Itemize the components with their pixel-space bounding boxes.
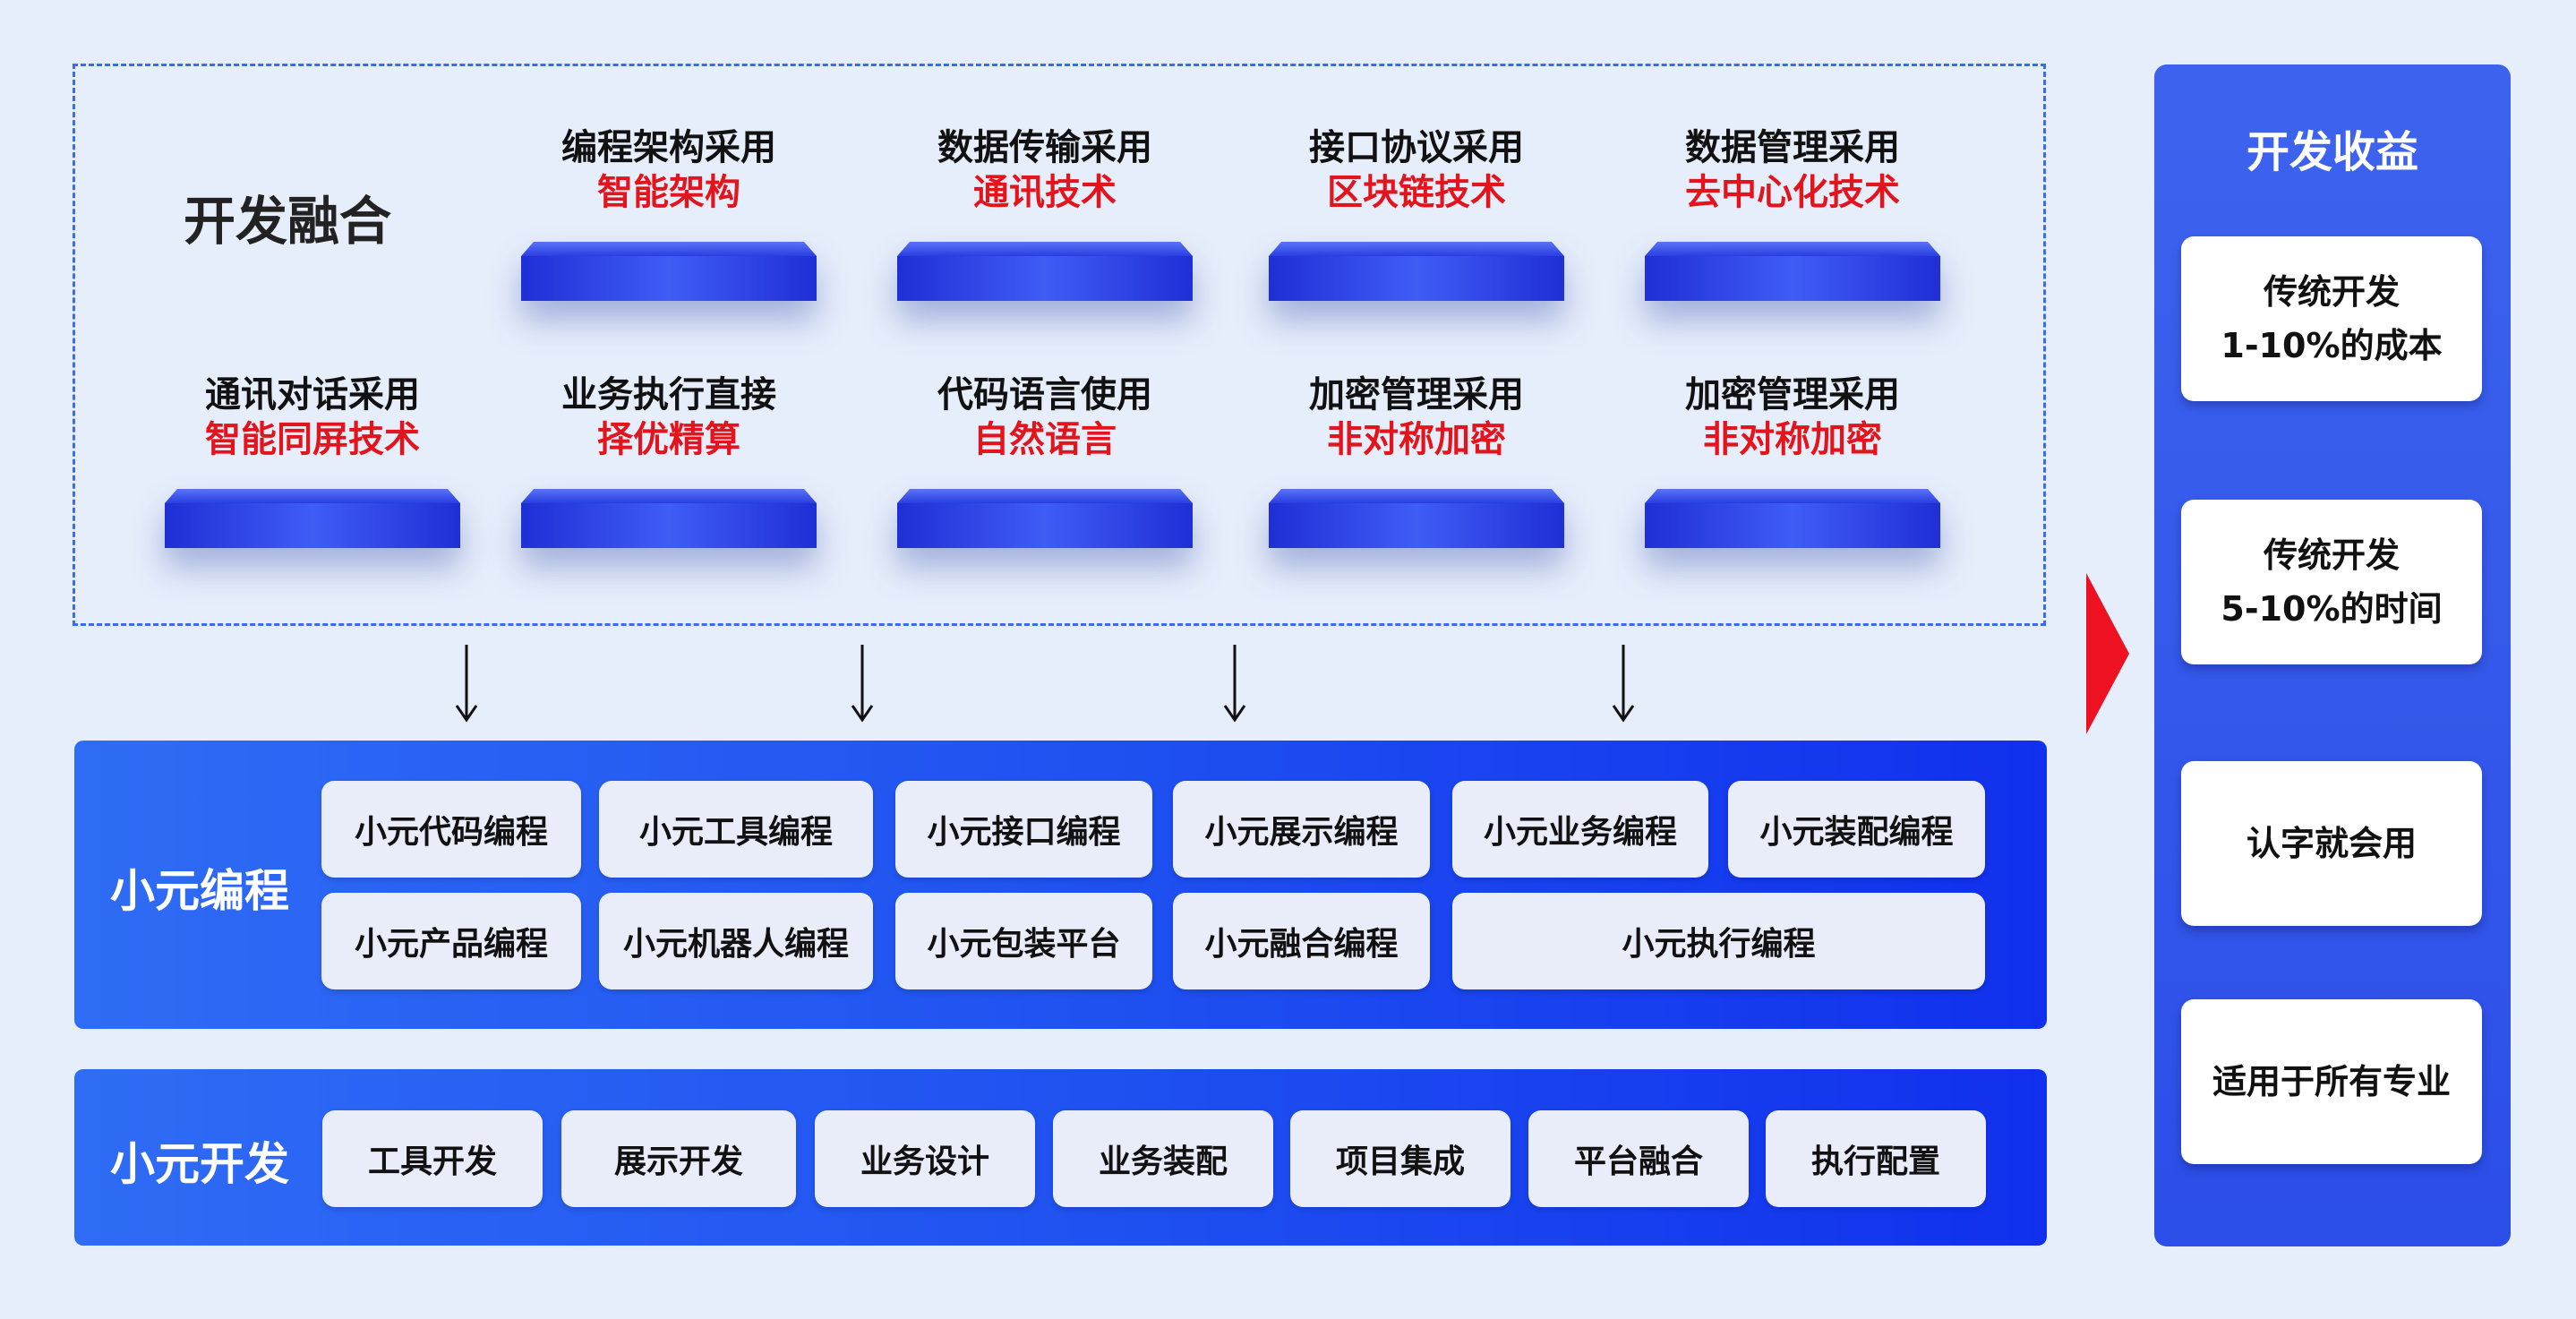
tech-platform [165,489,460,550]
development-chip: 平台融合 [1528,1110,1749,1207]
tech-item: 数据管理采用 去中心化技术 [1645,125,1940,301]
development-panel: 小元开发 工具开发 展示开发 业务设计 业务装配 项目集成 平台融合 执行配置 [74,1069,2047,1246]
tech-platform [1645,242,1940,303]
programming-panel: 小元编程 小元代码编程 小元工具编程 小元接口编程 小元展示编程 小元业务编程 … [74,741,2047,1029]
benefit-card: 适用于所有专业 [2181,999,2482,1164]
tech-platform [897,242,1193,303]
programming-chip: 小元工具编程 [599,781,873,878]
down-arrow-icon [1223,645,1246,723]
tech-platform [521,489,817,550]
tech-item-line2: 自然语言 [973,419,1117,460]
tech-platform [521,242,817,303]
programming-chip: 小元装配编程 [1728,781,1985,878]
development-chip: 项目集成 [1290,1110,1511,1207]
tech-item-line1: 数据管理采用 [1685,127,1900,168]
tech-item: 通讯对话采用 智能同屏技术 [165,373,460,548]
tech-item-line2: 择优精算 [597,419,740,460]
tech-item-line1: 代码语言使用 [937,374,1152,415]
benefit-card: 传统开发 1-10%的成本 [2181,236,2482,401]
development-chip: 业务设计 [815,1110,1035,1207]
benefits-panel: 开发收益 传统开发 1-10%的成本 传统开发 5-10%的时间 认字就会用 适… [2154,64,2511,1246]
programming-chip: 小元机器人编程 [599,893,873,989]
benefits-title: 开发收益 [2246,127,2418,177]
tech-item: 加密管理采用 非对称加密 [1269,373,1564,548]
tech-platform [1269,242,1564,303]
programming-chip: 小元接口编程 [895,781,1152,878]
development-chip: 业务装配 [1053,1110,1273,1207]
right-arrow-icon [2086,573,2129,734]
programming-chip: 小元代码编程 [321,781,581,878]
tech-item: 业务执行直接 择优精算 [521,373,817,548]
benefit-card-line1: 认字就会用 [2246,824,2417,863]
benefit-card-line2: 5-10%的时间 [2221,589,2443,629]
down-arrow-icon [851,645,874,723]
tech-item-line2: 智能架构 [597,172,740,213]
tech-item-line2: 区块链技术 [1327,172,1506,213]
tech-item: 接口协议采用 区块链技术 [1269,125,1564,301]
programming-chip: 小元展示编程 [1173,781,1430,878]
development-chip: 工具开发 [322,1110,543,1207]
tech-item-line2: 通讯技术 [973,172,1117,213]
programming-title: 小元编程 [110,865,289,917]
tech-item-line2: 去中心化技术 [1685,172,1900,213]
benefit-card-line1: 传统开发 [2263,535,2400,575]
tech-item-line2: 非对称加密 [1327,419,1506,460]
tech-item-line2: 智能同屏技术 [205,419,420,460]
tech-platform [897,489,1193,550]
benefit-card-line1: 传统开发 [2263,272,2400,312]
benefit-card: 认字就会用 [2181,761,2482,926]
tech-item-line1: 编程架构采用 [561,127,776,168]
tech-platform [1269,489,1564,550]
tech-item-line1: 加密管理采用 [1685,374,1900,415]
tech-item: 加密管理采用 非对称加密 [1645,373,1940,548]
programming-chip: 小元包装平台 [895,893,1152,989]
programming-chip: 小元融合编程 [1173,893,1430,989]
programming-chip: 小元产品编程 [321,893,581,989]
tech-item-line1: 加密管理采用 [1309,374,1524,415]
fusion-dashed-frame [73,64,2046,626]
development-chip: 展示开发 [561,1110,796,1207]
development-chip: 执行配置 [1766,1110,1986,1207]
tech-item-line1: 接口协议采用 [1309,127,1524,168]
fusion-title: 开发融合 [184,191,392,252]
programming-chip: 小元执行编程 [1452,893,1985,989]
benefit-card-line2: 1-10%的成本 [2221,326,2443,365]
tech-item-line1: 通讯对话采用 [205,374,420,415]
tech-item-line1: 数据传输采用 [937,127,1152,168]
benefit-card-line1: 适用于所有专业 [2212,1062,2451,1101]
tech-item-line2: 非对称加密 [1703,419,1882,460]
benefit-card: 传统开发 5-10%的时间 [2181,500,2482,664]
tech-platform [1645,489,1940,550]
tech-item: 编程架构采用 智能架构 [521,125,817,301]
tech-item-line1: 业务执行直接 [561,374,776,415]
development-title: 小元开发 [110,1138,289,1190]
tech-item: 代码语言使用 自然语言 [897,373,1193,548]
down-arrow-icon [455,645,478,723]
down-arrow-icon [1612,645,1635,723]
tech-item: 数据传输采用 通讯技术 [897,125,1193,301]
programming-chip: 小元业务编程 [1452,781,1708,878]
